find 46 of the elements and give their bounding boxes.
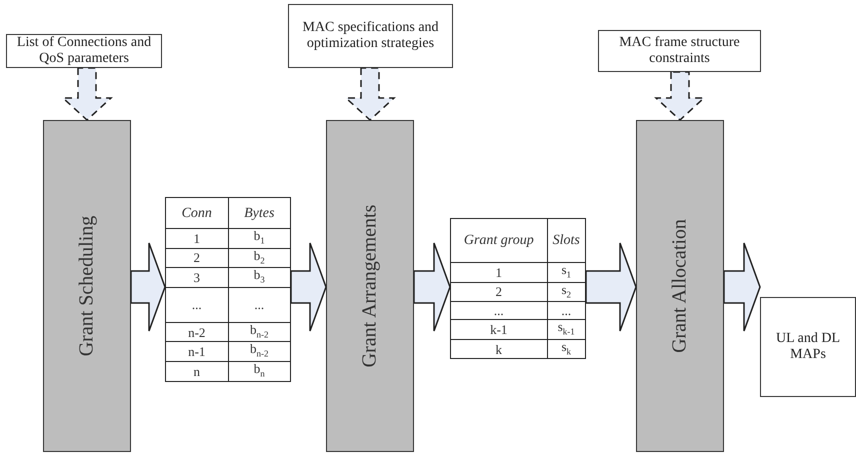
- block-arrow: [130, 242, 166, 332]
- table-entry: b$_{3}$: [228, 268, 290, 288]
- process-block: [43, 120, 131, 452]
- table-entry: n: [166, 361, 228, 382]
- table-entry: n-2: [166, 322, 228, 342]
- block-label: Grant Allocation: [668, 219, 692, 353]
- column-header: Slots: [547, 218, 586, 262]
- process-block: [326, 120, 414, 452]
- block-arrow: [61, 67, 113, 122]
- table-entry: s$_{1}$: [547, 262, 586, 282]
- block-label: Grant Scheduling: [76, 216, 98, 356]
- table-entry: b$_{n}$: [228, 361, 290, 382]
- table-entry: 2: [450, 282, 548, 302]
- table-entry: n-1: [166, 342, 228, 362]
- block-arrow: [413, 242, 451, 332]
- block-arrow: [585, 242, 637, 332]
- table-entry: ...: [450, 302, 548, 320]
- column-header: Grant group: [450, 218, 548, 262]
- table-entry: b$_{n-2}$: [228, 342, 290, 362]
- table-entry: ...: [166, 287, 228, 322]
- table-entry: k: [450, 339, 548, 359]
- table-entry: 1: [450, 262, 548, 282]
- table-entry: k-1: [450, 320, 548, 340]
- table-entry: b$_{n-2}$: [228, 322, 290, 342]
- input-box: UL and DL MAPs: [760, 297, 856, 397]
- block-arrow: [723, 242, 761, 332]
- table-entry: b$_{2}$: [228, 248, 290, 268]
- process-block: [636, 120, 724, 452]
- input-box: List of Connections and QoS parameters: [6, 34, 162, 68]
- block-arrow: [654, 71, 706, 122]
- table-entry: s$_{k-1}$: [547, 320, 586, 340]
- table-entry: b$_{1}$: [228, 228, 290, 248]
- table-entry: 3: [166, 268, 228, 288]
- table-entry: ...: [228, 287, 290, 322]
- block-arrow: [344, 67, 396, 122]
- table-entry: 1: [166, 228, 228, 248]
- block-arrow: [290, 242, 327, 332]
- table-entry: s$_{2}$: [547, 282, 586, 302]
- block-label: Grant Arrangements: [358, 204, 382, 368]
- table-entry: 2: [166, 248, 228, 268]
- column-header: Bytes: [228, 198, 290, 228]
- input-box: MAC specifications and optimization strategies: [288, 4, 453, 68]
- table-entry: ...: [547, 302, 586, 320]
- table-entry: s$_{k}$: [547, 339, 586, 359]
- input-box: MAC frame structure constraints: [598, 30, 761, 72]
- column-header: Conn: [166, 198, 228, 228]
